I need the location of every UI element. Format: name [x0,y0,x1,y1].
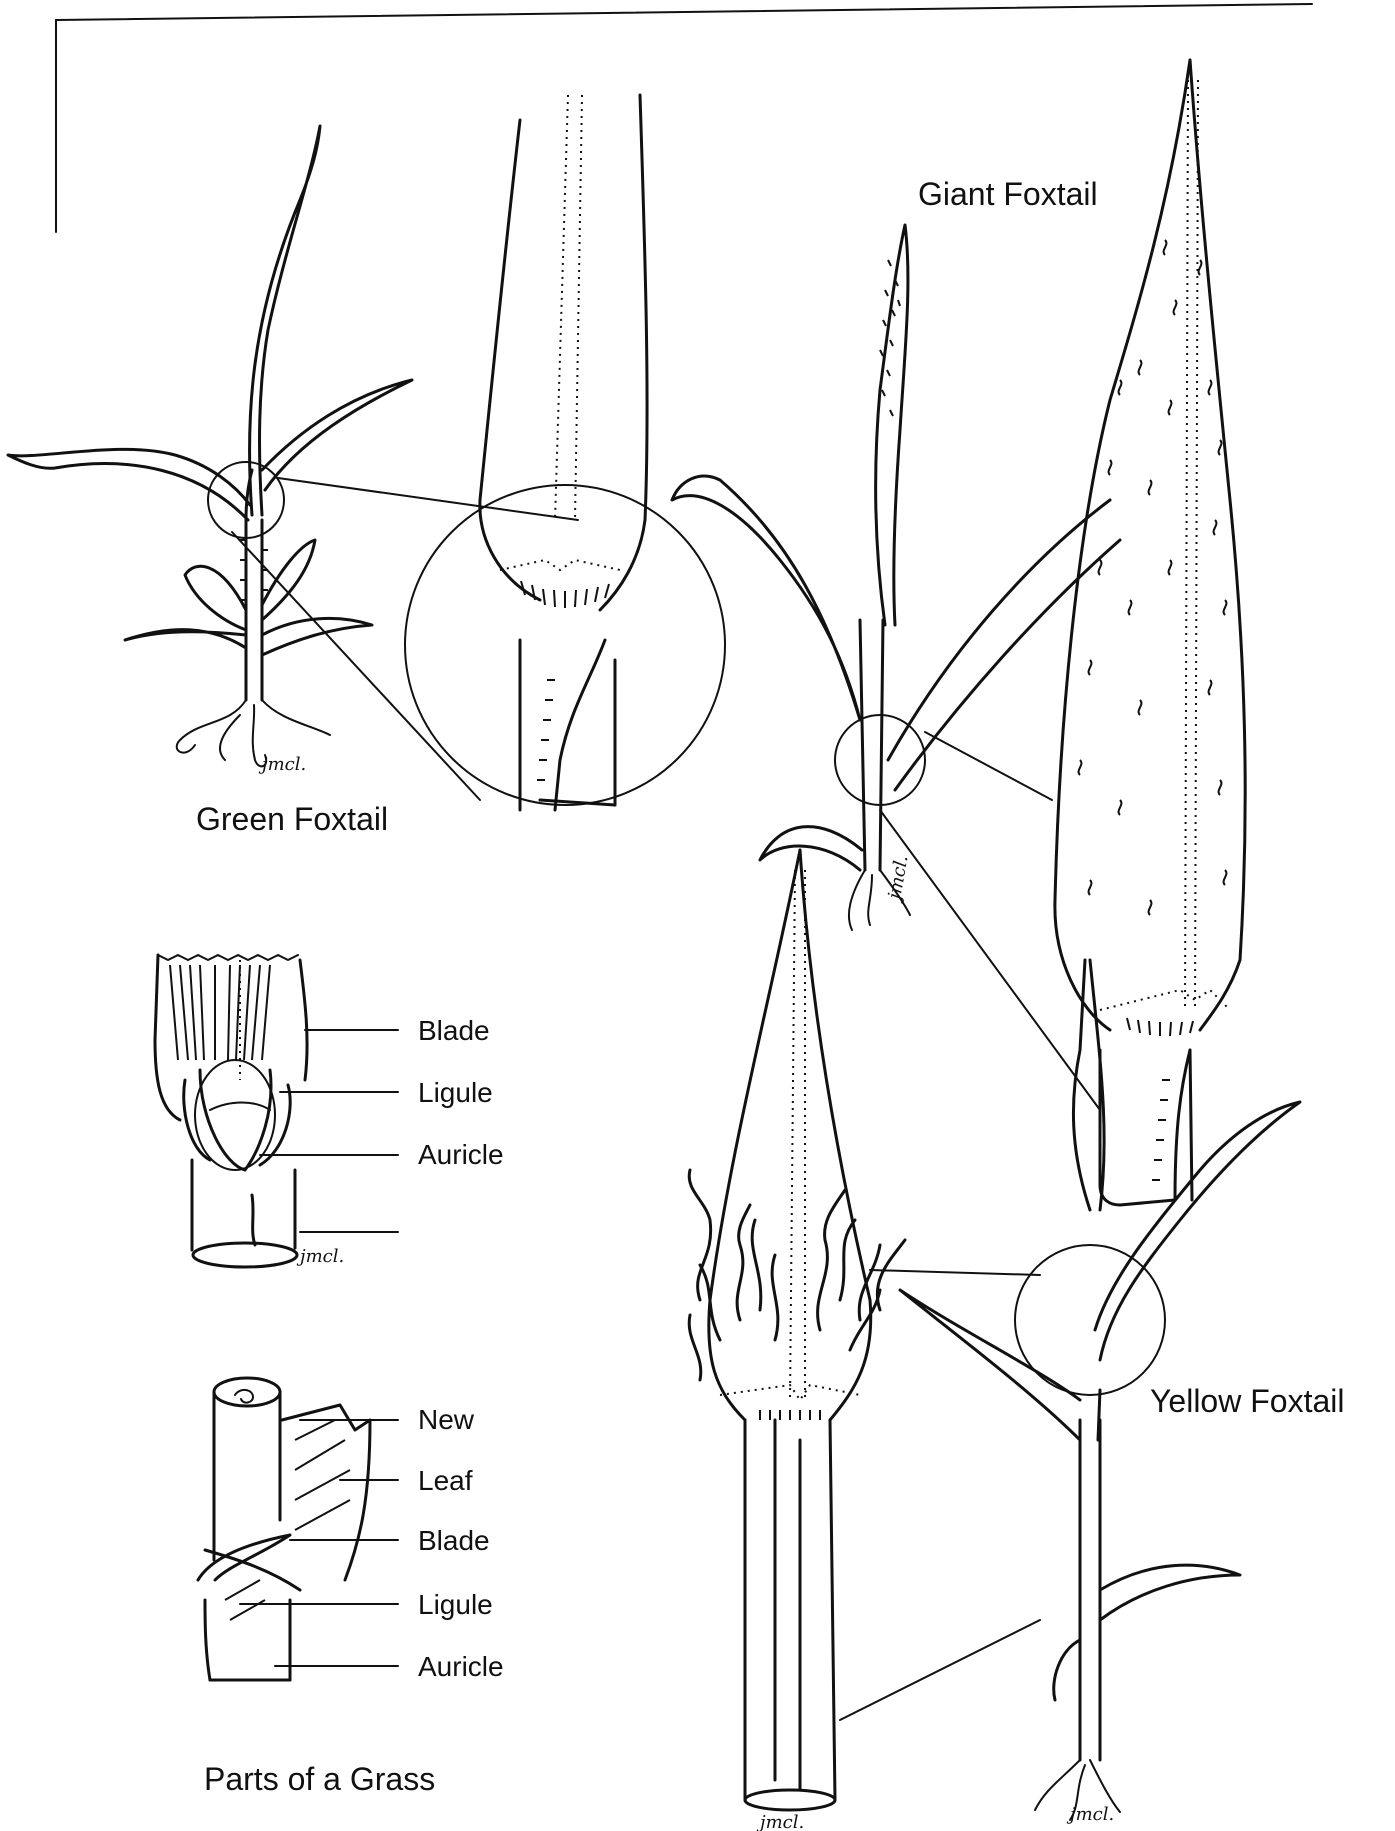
lower-leader-lines [240,1420,398,1666]
parts-of-a-grass-title: Parts of a Grass [204,1761,435,1797]
green-foxtail-title: Green Foxtail [196,801,388,837]
lower-label-leaf: Leaf [418,1465,473,1496]
upper-label-blade: Blade [418,1015,490,1046]
green-foxtail-magnified [405,95,725,810]
grass-parts-diagram-lower [198,1378,370,1680]
giant-foxtail-plant: jmcl. [672,225,1120,930]
green-foxtail-plant: jmcl. [8,126,412,775]
yellow-mag-artist-signature: jmcl. [756,1812,804,1831]
artist-signature: jmcl. [258,754,306,775]
giant-foxtail-title: Giant Foxtail [918,176,1098,212]
yellow-foxtail-magnified: jmcl. [689,850,905,1831]
upper-artist-signature: jmcl. [296,1246,344,1267]
lower-label-ligule: Ligule [418,1589,493,1620]
upper-label-auricle: Auricle [418,1139,504,1170]
giant-foxtail-connectors [880,732,1100,1110]
lower-label-auricle: Auricle [418,1651,504,1682]
upper-leader-lines [260,1030,398,1232]
giant-foxtail-magnified [1055,60,1245,1205]
giant-artist-signature: jmcl. [884,854,913,905]
upper-label-ligule: Ligule [418,1077,493,1108]
lower-label-blade: Blade [418,1525,490,1556]
frame-lines [56,4,1312,232]
yellow-foxtail-title: Yellow Foxtail [1150,1383,1344,1419]
yellow-plant-artist-signature: jmcl. [1066,1804,1114,1825]
lower-label-new: New [418,1404,475,1435]
grass-parts-diagram-upper: jmcl. [155,955,344,1267]
